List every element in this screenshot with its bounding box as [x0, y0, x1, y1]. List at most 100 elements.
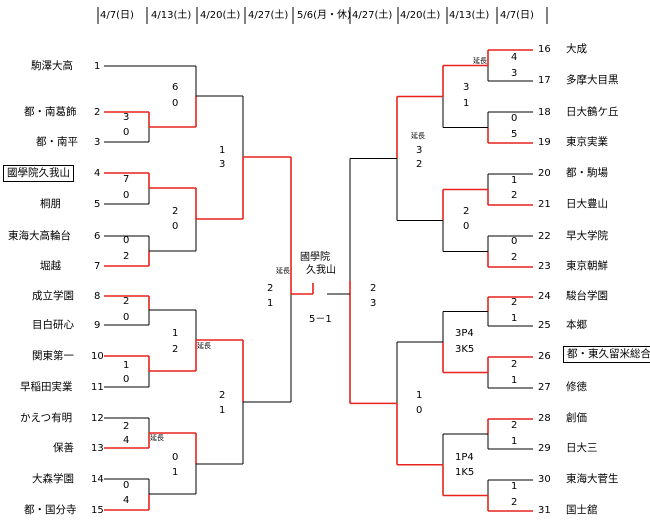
- seed-number: 11: [91, 382, 104, 393]
- match-score: 2: [511, 297, 518, 308]
- match-score: 2: [511, 420, 518, 431]
- extra-time-mark: 延長: [473, 57, 487, 65]
- date-round1-left: 4/7(日): [100, 10, 134, 21]
- team-name: 都・駒場: [566, 167, 608, 179]
- match-score: 1: [463, 98, 470, 109]
- extra-time-mark: 延長: [411, 132, 425, 140]
- seed-number: 8: [94, 291, 101, 302]
- match-score: 1: [219, 145, 226, 156]
- date-final: 5/6(月・休): [297, 10, 351, 21]
- team-name: 東海大菅生: [566, 473, 619, 485]
- team-name: 創価: [566, 412, 587, 424]
- team-name: 早大学院: [566, 230, 608, 242]
- team-name-highlighted: 都・東久留米総合: [563, 346, 650, 363]
- seed-number: 4: [94, 168, 101, 179]
- team-name: 多摩大目黒: [566, 74, 619, 86]
- match-score: 0: [511, 113, 518, 124]
- seed-number: 23: [538, 261, 551, 272]
- match-score: 0: [172, 452, 179, 463]
- match-score: 1: [219, 405, 226, 416]
- match-score: 2: [511, 252, 518, 263]
- team-name: 東京実業: [566, 136, 608, 148]
- match-score: 3: [511, 68, 518, 79]
- match-score: 1: [416, 390, 423, 401]
- team-name: 関東第一: [32, 350, 74, 362]
- match-score: 1: [511, 175, 518, 186]
- match-score: 1: [511, 313, 518, 324]
- final-score: 5－1: [309, 314, 332, 325]
- match-score: 3: [463, 82, 470, 93]
- match-score: 4: [123, 495, 130, 506]
- seed-number: 14: [91, 474, 104, 485]
- match-score: 7: [123, 174, 130, 185]
- seed-number: 30: [538, 474, 551, 485]
- match-score: 0: [511, 236, 518, 247]
- match-score: 6: [172, 82, 179, 93]
- match-score: 0: [123, 190, 130, 201]
- team-name: 駿台学園: [566, 290, 608, 302]
- match-score: 0: [172, 98, 179, 109]
- seed-number: 13: [91, 443, 104, 454]
- match-score: 1: [511, 481, 518, 492]
- seed-number: 21: [538, 199, 551, 210]
- date-quarterfinal-right: 4/27(土): [352, 10, 393, 21]
- match-score: 2: [370, 283, 377, 294]
- date-round1-right: 4/7(日): [500, 10, 534, 21]
- champion-name-line2: 久我山: [306, 265, 336, 276]
- team-name-highlighted: 國學院久我山: [3, 165, 74, 182]
- seed-number: 24: [538, 291, 551, 302]
- seed-number: 29: [538, 443, 551, 454]
- seed-number: 1: [94, 61, 101, 72]
- match-score: 2: [267, 283, 274, 294]
- seed-number: 22: [538, 231, 551, 242]
- match-score: 0: [416, 405, 423, 416]
- seed-number: 19: [538, 137, 551, 148]
- seed-number: 17: [538, 75, 551, 86]
- seed-number: 20: [538, 168, 551, 179]
- seed-number: 6: [94, 231, 101, 242]
- match-score: 2: [123, 251, 130, 262]
- match-score: 1: [267, 298, 274, 309]
- match-score: 0: [123, 312, 130, 323]
- match-score: 1: [123, 360, 130, 371]
- seed-number: 15: [91, 505, 104, 516]
- match-score: 1K5: [455, 467, 475, 478]
- seed-number: 31: [538, 505, 551, 516]
- match-score: 2: [511, 497, 518, 508]
- match-score: 2: [123, 421, 130, 432]
- match-score: 1: [172, 467, 179, 478]
- match-score: 0: [463, 221, 470, 232]
- match-score: 1: [511, 375, 518, 386]
- team-name: 大成: [566, 43, 587, 55]
- team-name: 目白研心: [32, 319, 74, 331]
- date-round2-left: 4/13(土): [151, 10, 192, 21]
- match-score: 3: [219, 159, 226, 170]
- team-name: 早稲田実業: [20, 381, 73, 393]
- date-round3-left: 4/20(土): [200, 10, 241, 21]
- team-name: 保善: [53, 442, 74, 454]
- date-round2-right: 4/13(土): [449, 10, 490, 21]
- team-name: 都・国分寺: [24, 504, 77, 516]
- match-score: 0: [172, 221, 179, 232]
- team-name: 国士舘: [566, 504, 598, 516]
- seed-number: 10: [91, 351, 104, 362]
- match-score: 1: [172, 328, 179, 339]
- seed-number: 28: [538, 413, 551, 424]
- extra-time-mark: 延長: [276, 267, 290, 275]
- match-score: 3: [123, 112, 130, 123]
- seed-number: 16: [538, 44, 551, 55]
- team-name: 都・南平: [36, 136, 78, 148]
- team-name: 都・南葛飾: [24, 106, 77, 118]
- team-name: 日大鶴ケ丘: [566, 106, 619, 118]
- seed-number: 12: [91, 413, 104, 424]
- team-name: 日大三: [566, 442, 598, 454]
- team-name: 東海大高輪台: [8, 230, 71, 242]
- seed-number: 3: [94, 137, 101, 148]
- team-name: 東京朝鮮: [566, 260, 608, 272]
- seed-number: 7: [94, 261, 101, 272]
- team-name: 桐朋: [40, 198, 61, 210]
- match-score: 3: [370, 298, 377, 309]
- match-score: 2: [511, 190, 518, 201]
- match-score: 2: [511, 359, 518, 370]
